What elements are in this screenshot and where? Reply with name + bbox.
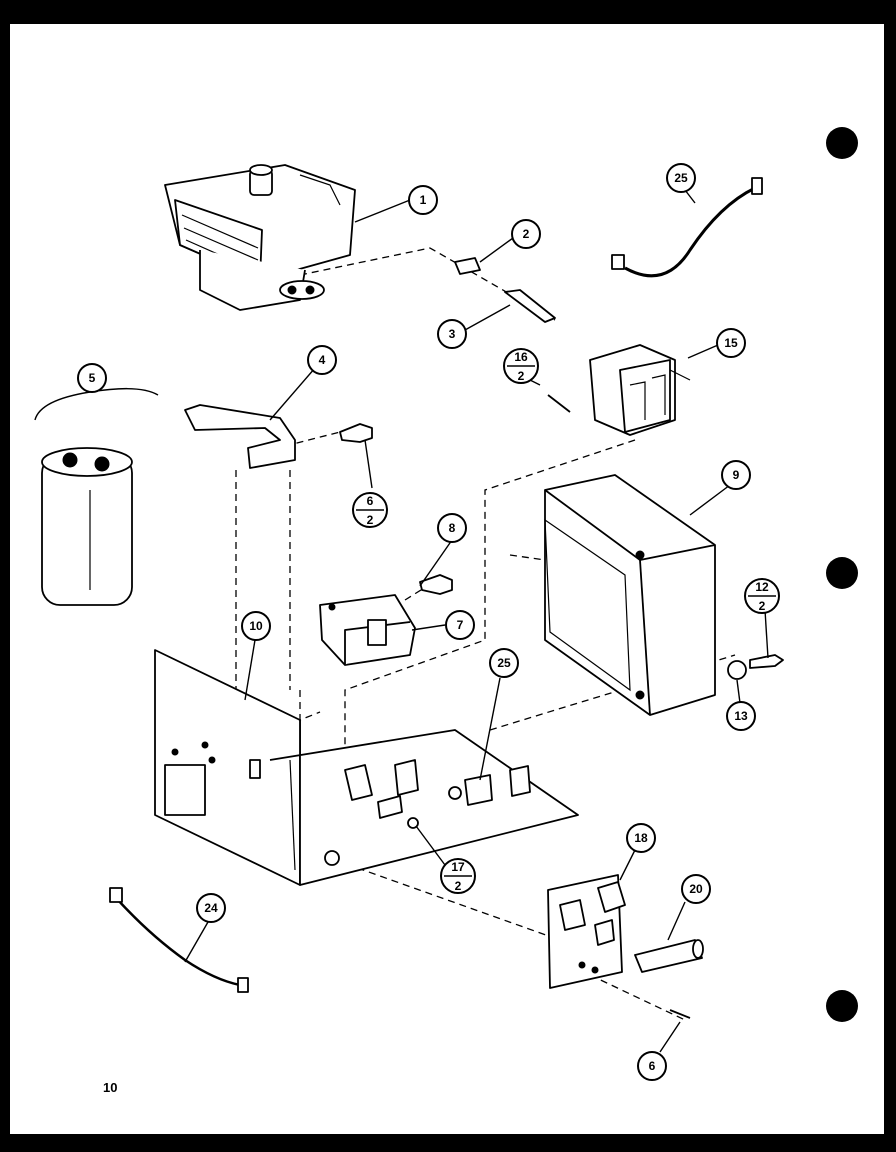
callout-25-chassis: 25	[489, 648, 519, 678]
callout-4: 4	[307, 345, 337, 375]
svg-text:18: 18	[634, 831, 648, 845]
svg-text:5: 5	[89, 371, 96, 385]
noise-filter-board-part	[547, 874, 626, 989]
svg-text:8: 8	[449, 521, 456, 535]
probe-connector-part	[454, 257, 556, 323]
svg-text:6: 6	[649, 1059, 656, 1073]
svg-text:17: 17	[451, 860, 465, 874]
callout-20: 20	[681, 874, 711, 904]
assembly-dashed-lines	[235, 247, 736, 1021]
svg-text:10: 10	[249, 619, 263, 633]
svg-text:20: 20	[689, 882, 703, 896]
svg-text:2: 2	[759, 599, 766, 613]
callout-8: 8	[437, 513, 467, 543]
switch-part	[319, 594, 416, 666]
callout-2: 2	[511, 219, 541, 249]
callout-25-top: 25	[666, 163, 696, 193]
callout-5: 5	[77, 363, 107, 393]
svg-text:4: 4	[319, 353, 326, 367]
lead-wire-top-part	[611, 177, 763, 278]
callout-7: 7	[445, 610, 475, 640]
svg-text:2: 2	[455, 879, 462, 893]
small-transformer-part	[589, 344, 691, 436]
callout-13: 13	[726, 701, 756, 731]
svg-text:25: 25	[674, 171, 688, 185]
svg-text:6: 6	[367, 494, 374, 508]
callout-10: 10	[241, 611, 271, 641]
svg-text:2: 2	[518, 369, 525, 383]
callout-1: 1	[408, 185, 438, 215]
callout-3: 3	[437, 319, 467, 349]
callout-24: 24	[196, 893, 226, 923]
svg-text:3: 3	[449, 327, 456, 341]
svg-text:2: 2	[367, 513, 374, 527]
callout-leader-lines	[184, 189, 769, 1053]
svg-text:16: 16	[514, 350, 528, 364]
svg-text:2: 2	[523, 227, 530, 241]
callout-12-over-2: 12 2	[744, 578, 780, 614]
callout-6: 6	[637, 1051, 667, 1081]
callout-18: 18	[626, 823, 656, 853]
callout-17-over-2: 17 2	[440, 858, 476, 894]
screw-parts	[339, 394, 784, 1019]
page-number: 10	[103, 1080, 117, 1095]
lead-wire-bottom-part	[109, 887, 249, 993]
svg-text:12: 12	[755, 580, 769, 594]
svg-text:15: 15	[724, 336, 738, 350]
chassis-plate-part	[154, 649, 579, 886]
capacitor-part	[34, 387, 159, 606]
callout-9: 9	[721, 460, 751, 490]
callout-15: 15	[716, 328, 746, 358]
svg-text:24: 24	[204, 901, 218, 915]
svg-text:7: 7	[457, 618, 464, 632]
svg-text:25: 25	[497, 656, 511, 670]
magnetron-part	[164, 164, 356, 311]
hv-transformer-part	[544, 474, 716, 716]
callout-16-over-2: 16 2	[503, 348, 539, 384]
svg-text:13: 13	[734, 709, 748, 723]
binder-hole-marks	[826, 127, 858, 1022]
callout-6-over-2: 6 2	[352, 492, 388, 528]
fuse-part	[634, 939, 704, 973]
svg-text:1: 1	[420, 193, 427, 207]
svg-text:9: 9	[733, 468, 740, 482]
bracket-strap-part	[184, 404, 296, 469]
